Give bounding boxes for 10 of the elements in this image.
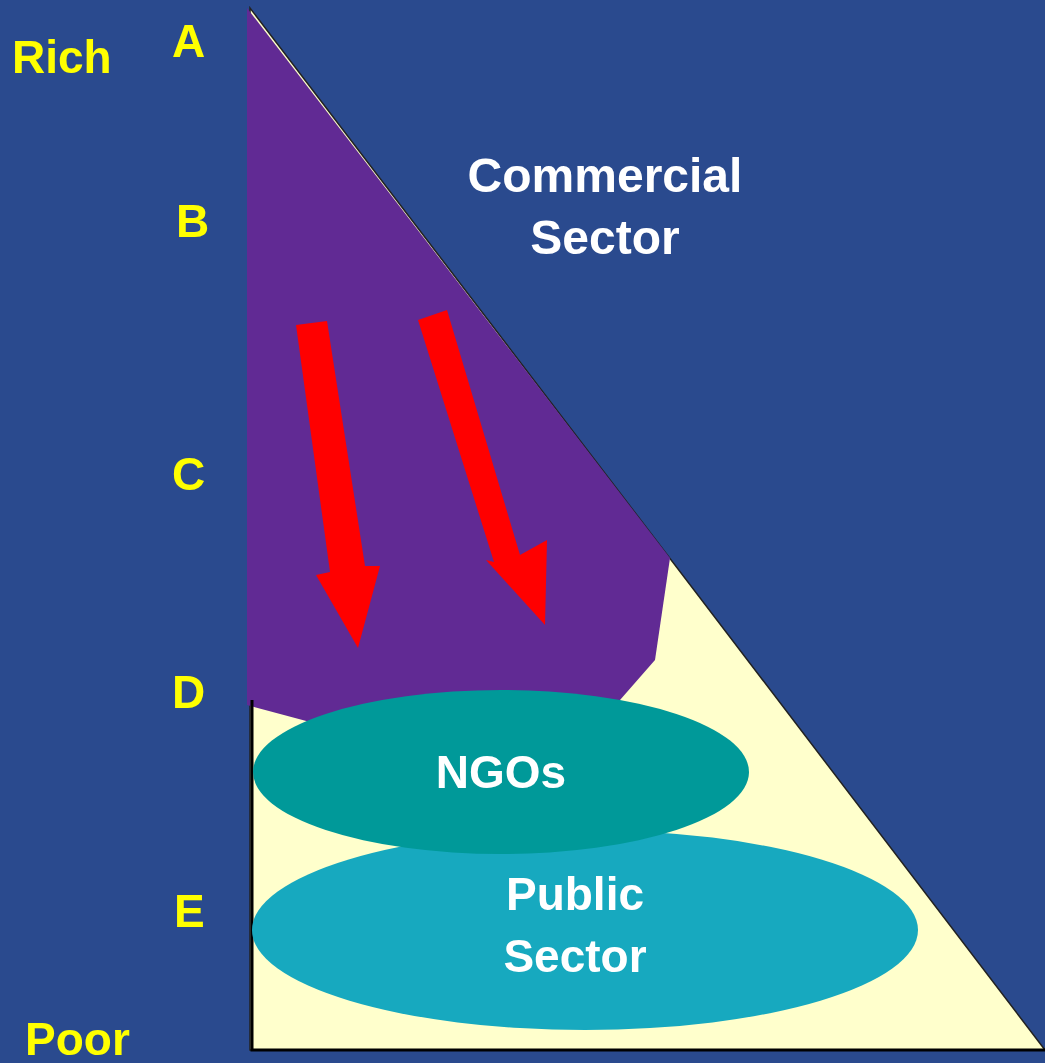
level-letter: E xyxy=(174,884,205,939)
level-letter: A xyxy=(172,14,206,69)
level-letter: B xyxy=(176,194,210,249)
level-letter: D xyxy=(172,665,206,720)
node-label: Public Sector xyxy=(502,866,648,984)
level-letter: C xyxy=(172,447,206,502)
scale-label: Poor xyxy=(25,1012,130,1063)
node-label: NGOs xyxy=(434,744,568,800)
sector-label: Commercial Sector xyxy=(466,148,744,267)
scale-label: Rich xyxy=(12,30,112,85)
